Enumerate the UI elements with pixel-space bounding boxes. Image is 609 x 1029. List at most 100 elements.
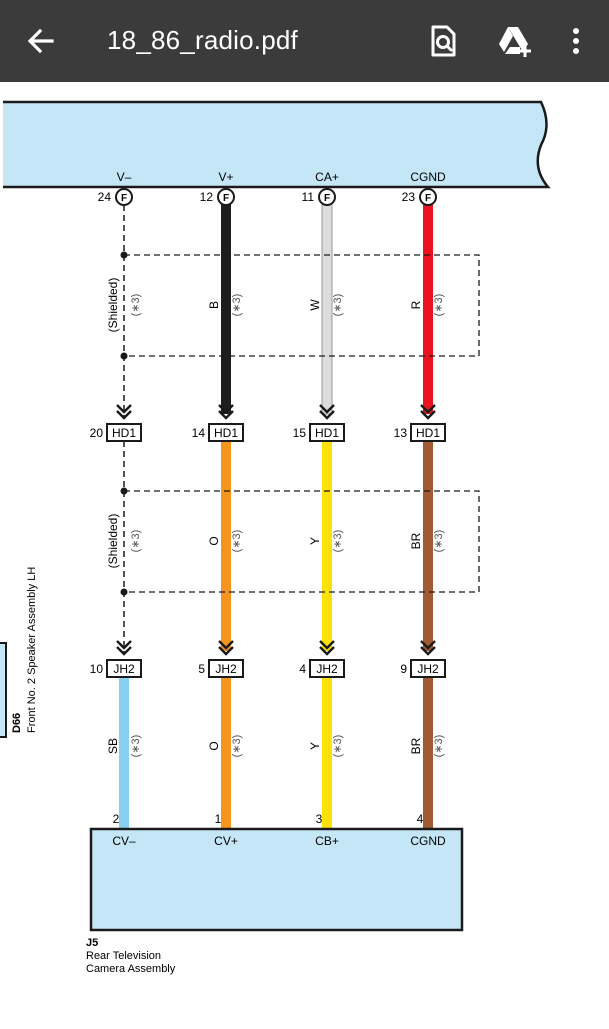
svg-text:HD1: HD1 [112, 426, 136, 440]
wire-color-label: Y [308, 742, 322, 750]
note-label: (∗3) [433, 294, 445, 317]
wiring-diagram: V– V+ CA+ CGND F 24 F 12 F 11 F 23 (Shie… [0, 100, 551, 975]
connector-hd1: HD1 13 [394, 423, 446, 442]
connector-pin-f: F 11 [302, 188, 336, 206]
wire-brown [423, 441, 433, 651]
connector-hd1: HD1 14 [192, 423, 244, 442]
speaker-name: Front No. 2 Speaker Assembly LH [26, 567, 38, 733]
svg-text:JH2: JH2 [215, 662, 237, 676]
connector-jh2: JH2 9 [400, 659, 446, 678]
connector-arrow [116, 640, 436, 656]
pin-number: 20 [90, 426, 104, 440]
connector-jh2: JH2 4 [299, 659, 345, 678]
pin-number: 24 [98, 190, 112, 204]
connector-hd1: HD1 15 [293, 423, 345, 442]
wiring-diagram-page[interactable]: V– V+ CA+ CGND F 24 F 12 F 11 F 23 (Shie… [0, 82, 609, 1024]
svg-text:HD1: HD1 [416, 426, 440, 440]
wire-orange [221, 677, 231, 829]
pin-number: 4 [299, 662, 306, 676]
note-label: (∗3) [130, 735, 142, 758]
note-label: (∗3) [231, 294, 243, 317]
svg-text:JH2: JH2 [316, 662, 338, 676]
connector-pin-f: F 23 [402, 188, 437, 206]
pin-number: 4 [417, 812, 424, 826]
wire-color-label: SB [106, 738, 120, 754]
pin-number: 10 [90, 662, 104, 676]
wire-yellow [322, 677, 332, 829]
svg-text:HD1: HD1 [315, 426, 339, 440]
pin-number: 11 [302, 190, 315, 204]
wire-color-label: Y [308, 537, 322, 545]
document-title: 18_86_radio.pdf [107, 25, 298, 55]
wire-color-label: O [207, 741, 221, 750]
shield-box [124, 254, 480, 357]
terminal-label: CV+ [214, 834, 238, 848]
top-pin-label: V+ [218, 170, 233, 184]
component-name-line2: Camera Assembly [86, 963, 176, 975]
pin-number: 13 [394, 426, 408, 440]
search-document-button[interactable] [423, 21, 463, 61]
arrow-left-icon [27, 28, 54, 54]
shield-box [124, 490, 480, 593]
more-options-button[interactable] [556, 21, 596, 61]
shield-label: (Shielded) [106, 514, 120, 569]
note-label: (∗3) [332, 735, 344, 758]
pin-number: 12 [200, 190, 214, 204]
wire-red [423, 204, 433, 414]
component-name-line1: Rear Television [86, 950, 161, 962]
note-label: (∗3) [433, 530, 445, 553]
note-label: (∗3) [433, 735, 445, 758]
terminal-label: CV– [112, 834, 136, 848]
rear-camera-component [89, 827, 464, 932]
connector-hd1: HD1 20 [90, 423, 142, 442]
wire-color-label: O [207, 536, 221, 545]
wire-yellow [322, 441, 332, 651]
connector-jh2: JH2 10 [90, 659, 142, 678]
speaker-component [0, 642, 7, 738]
top-pin-label: CGND [410, 170, 446, 184]
pin-number: 3 [316, 812, 323, 826]
wire-color-label: B [207, 301, 221, 309]
pin-number: 9 [400, 662, 407, 676]
note-label: (∗3) [231, 530, 243, 553]
app-toolbar: 18_86_radio.pdf [0, 0, 609, 82]
wire-color-label: BR [409, 532, 423, 549]
document-search-icon [431, 25, 456, 57]
wire-white [321, 203, 333, 415]
pin-number: 2 [113, 812, 120, 826]
wire-black [221, 204, 231, 414]
terminal-label: CGND [410, 834, 446, 848]
connector-jh2: JH2 5 [198, 659, 244, 678]
component-code: J5 [86, 937, 98, 949]
back-button[interactable] [22, 22, 60, 60]
radio-assembly-component [0, 100, 551, 189]
note-label: (∗3) [130, 530, 142, 553]
pin-number: 1 [215, 812, 222, 826]
note-label: (∗3) [332, 530, 344, 553]
svg-text:F: F [425, 193, 431, 204]
pin-number: 23 [402, 190, 416, 204]
add-to-drive-icon [499, 27, 531, 57]
add-to-drive-button[interactable] [494, 21, 534, 61]
connector-pin-f: F 24 [98, 188, 133, 206]
wire-sky-blue [119, 677, 129, 829]
shield-label: (Shielded) [106, 278, 120, 333]
more-vert-icon [573, 28, 579, 54]
svg-text:F: F [324, 193, 330, 204]
svg-text:HD1: HD1 [214, 426, 238, 440]
wire-orange [221, 441, 231, 651]
wire-color-label: R [409, 300, 423, 309]
pin-number: 15 [293, 426, 307, 440]
speaker-code: D66 [11, 713, 23, 733]
note-label: (∗3) [130, 294, 142, 317]
svg-text:JH2: JH2 [417, 662, 439, 676]
svg-text:JH2: JH2 [113, 662, 135, 676]
terminal-label: CB+ [315, 834, 339, 848]
top-pin-label: CA+ [315, 170, 339, 184]
note-label: (∗3) [332, 294, 344, 317]
svg-text:F: F [223, 193, 229, 204]
pin-number: 5 [198, 662, 205, 676]
svg-text:F: F [121, 193, 127, 204]
connector-pin-f: F 12 [200, 188, 235, 206]
wire-color-label: W [308, 299, 322, 311]
